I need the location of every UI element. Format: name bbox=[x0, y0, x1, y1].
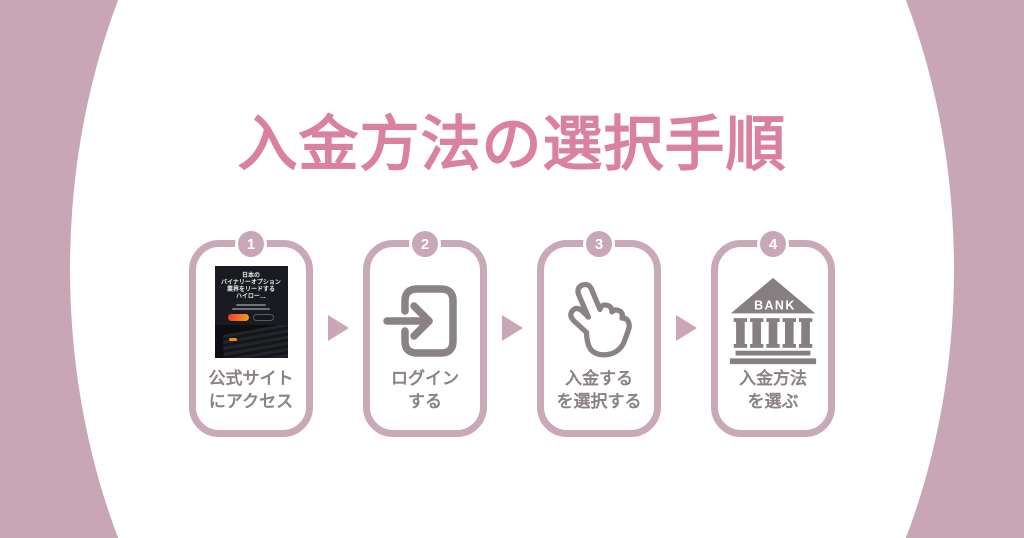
screenshot-caption-bars bbox=[232, 304, 270, 310]
page-title: 入金方法の選択手順 bbox=[237, 111, 787, 178]
step-card-4: 4 BANK 入金方法 を選ぶ bbox=[711, 228, 835, 437]
step-card-2: 2 ログイン する bbox=[363, 228, 487, 437]
step-label-3-line2: を選択する bbox=[556, 392, 642, 412]
bank-icon: BANK bbox=[725, 273, 821, 369]
step-label-3: 入金する を選択する bbox=[544, 368, 654, 414]
steps-row: 1 日本の バイナリーオプション 業界をリードする ハイロー… 公式サイト にア… bbox=[0, 228, 1024, 437]
step-number-4: 4 bbox=[768, 235, 778, 253]
website-screenshot: 日本の バイナリーオプション 業界をリードする ハイロー… bbox=[214, 266, 288, 358]
screenshot-line-1: 日本の bbox=[241, 273, 260, 279]
arrow-cell-2 bbox=[487, 240, 537, 437]
tap-hand-icon bbox=[551, 273, 647, 369]
arrow-cell-1 bbox=[313, 240, 363, 437]
step-card-3: 3 入金する を選択する bbox=[537, 228, 661, 437]
screenshot-line-3: 業界をリードする bbox=[226, 287, 275, 293]
step-number-badge-1: 1 bbox=[235, 228, 267, 260]
step-card-1: 1 日本の バイナリーオプション 業界をリードする ハイロー… 公式サイト にア… bbox=[189, 228, 313, 437]
screenshot-line-2: バイナリーオプション bbox=[221, 280, 281, 286]
arrow-cell-3 bbox=[661, 240, 711, 437]
bank-label: BANK bbox=[754, 299, 796, 313]
screenshot-line-4: ハイロー… bbox=[236, 294, 266, 300]
step-label-1-line2: にアクセス bbox=[208, 392, 294, 412]
step-label-2: ログイン する bbox=[370, 368, 480, 414]
arrow-right-icon bbox=[675, 314, 697, 341]
step-label-3-line1: 入金する bbox=[565, 369, 633, 389]
register-button-thumb bbox=[228, 314, 249, 321]
login-icon bbox=[377, 273, 473, 369]
step-label-2-line2: する bbox=[408, 392, 442, 412]
step-number-2: 2 bbox=[420, 235, 430, 253]
trading-device-image bbox=[214, 325, 288, 358]
step-number-1: 1 bbox=[246, 235, 256, 253]
step-number-badge-2: 2 bbox=[409, 228, 441, 260]
arrow-right-icon bbox=[501, 314, 523, 341]
step-label-4: 入金方法 を選ぶ bbox=[718, 368, 828, 414]
screenshot-buttons bbox=[228, 314, 274, 321]
step-label-2-line1: ログイン bbox=[391, 369, 459, 389]
step-label-1: 公式サイト にアクセス bbox=[196, 368, 306, 414]
step-label-4-line2: を選ぶ bbox=[747, 392, 799, 412]
login-button-thumb bbox=[253, 314, 274, 321]
step-label-4-line1: 入金方法 bbox=[739, 369, 807, 389]
step-number-3: 3 bbox=[594, 235, 604, 253]
step-label-1-line1: 公式サイト bbox=[208, 369, 294, 389]
step-number-badge-4: 4 bbox=[757, 228, 789, 260]
arrow-right-icon bbox=[327, 314, 349, 341]
step-number-badge-3: 3 bbox=[583, 228, 615, 260]
